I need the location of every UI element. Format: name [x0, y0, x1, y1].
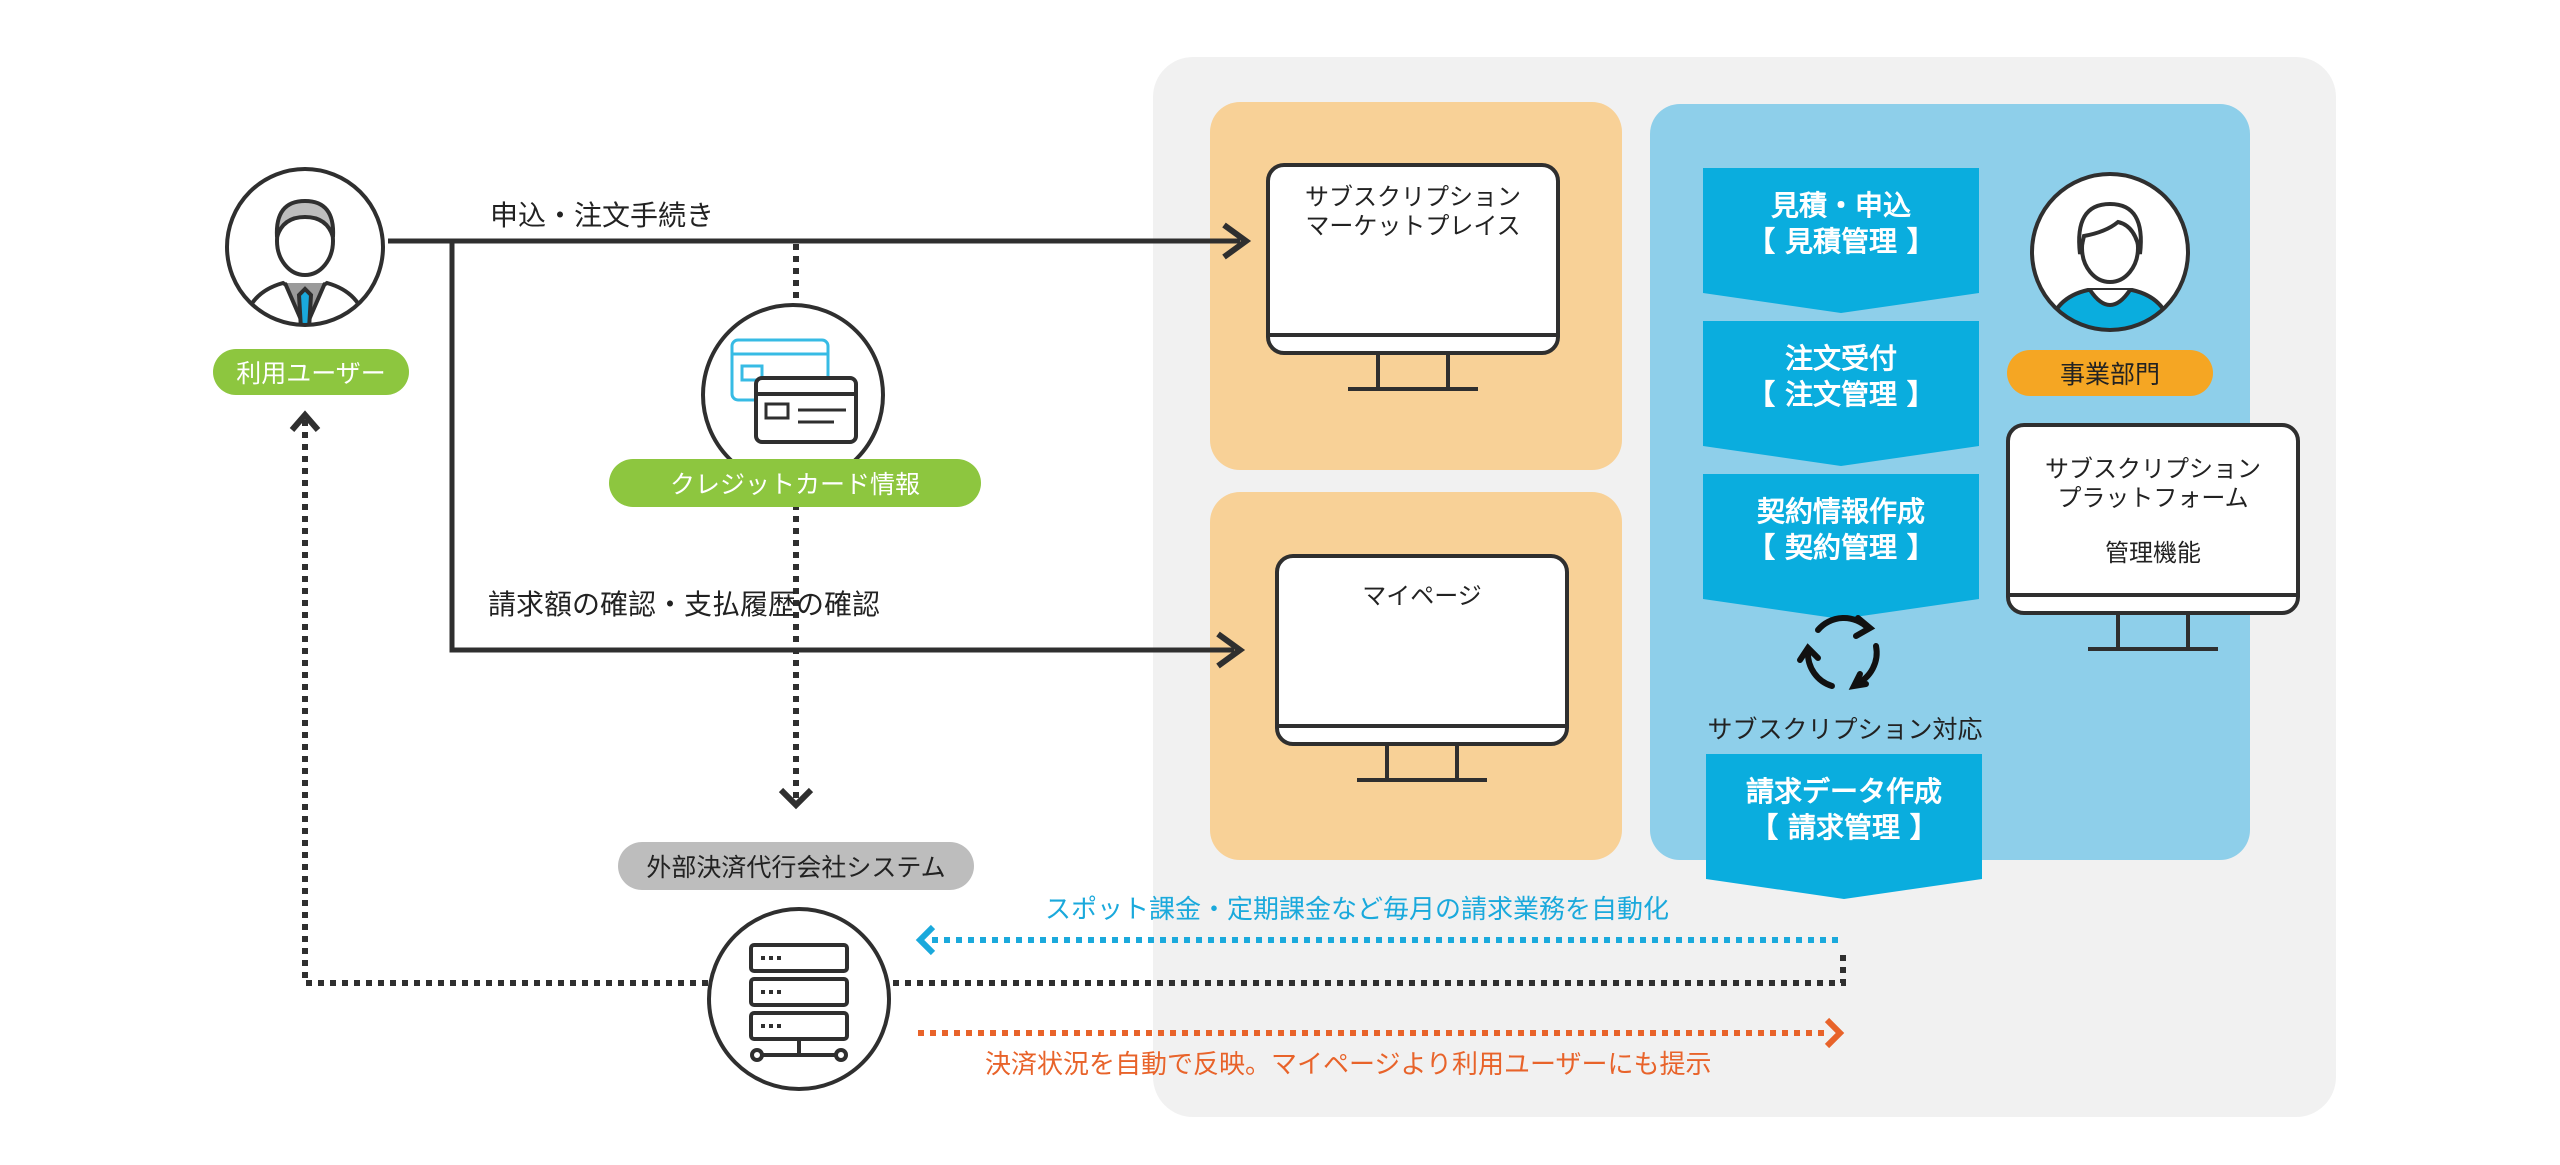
auto-billing-note: スポット課金・定期課金など毎月の請求業務を自動化	[1045, 895, 1670, 925]
platform-title-line3: 管理機能	[2105, 539, 2201, 567]
marketplace-title-line1: サブスクリプション	[1305, 183, 1521, 211]
business-avatar	[2028, 170, 2192, 334]
step-billing-line2: 【 請求管理 】	[1750, 811, 1938, 844]
step-estimate: 見積・申込 【 見積管理 】	[1703, 168, 1979, 313]
billing-check-arrowhead	[1216, 631, 1246, 669]
business-label-pill: 事業部門	[2007, 350, 2213, 396]
cycle-icon	[1790, 600, 1894, 704]
user-avatar	[223, 165, 387, 329]
user-label-pill: 利用ユーザー	[213, 349, 409, 395]
step-contract-line1: 契約情報作成	[1756, 495, 1925, 528]
step-contract-line2: 【 契約管理 】	[1747, 531, 1935, 564]
step-contract: 契約情報作成 【 契約管理 】	[1703, 474, 1979, 619]
platform-title-line2: プラットフォーム	[2057, 484, 2249, 512]
payment-arrowhead	[778, 787, 814, 810]
mypage-monitor: マイページ	[1273, 554, 1573, 784]
order-arrowhead	[1222, 222, 1252, 260]
credit-card-pill: クレジットカード情報	[609, 459, 981, 507]
marketplace-title-line2: マーケットプレイス	[1305, 212, 1521, 240]
billing-check-arrow-line	[449, 241, 1234, 653]
step-estimate-line2: 【 見積管理 】	[1747, 225, 1935, 258]
order-flow-label: 申込・注文手続き	[490, 199, 715, 232]
payment-dotted-line	[893, 950, 1846, 986]
step-billing-line1: 請求データ作成	[1745, 775, 1942, 808]
auto-billing-arrowhead	[915, 924, 936, 956]
marketplace-monitor: サブスクリプション マーケットプレイス	[1264, 163, 1564, 393]
platform-title-line1: サブスクリプション	[2045, 455, 2261, 483]
billing-check-flow-label: 請求額の確認・支払履歴の確認	[488, 588, 881, 621]
step-order-line2: 【 注文管理 】	[1747, 378, 1935, 411]
step-estimate-line1: 見積・申込	[1770, 189, 1911, 222]
step-billing: 請求データ作成 【 請求管理 】	[1706, 754, 1982, 899]
auto-reflect-note: 決済状況を自動で反映。マイページより利用ユーザーにも提示	[985, 1050, 1712, 1080]
step-order-line1: 注文受付	[1784, 342, 1897, 375]
user-label: 利用ユーザー	[236, 359, 386, 388]
platform-monitor: サブスクリプション プラットフォーム 管理機能	[2004, 423, 2304, 653]
return-dotted-line	[302, 418, 708, 986]
user-arrowhead	[289, 410, 321, 432]
cycle-label: サブスクリプション対応	[1707, 715, 1983, 744]
mypage-title: マイページ	[1362, 582, 1482, 610]
payment-system-pill: 外部決済代行会社システム	[618, 842, 974, 890]
business-label: 事業部門	[2059, 360, 2160, 389]
step-order: 注文受付 【 注文管理 】	[1703, 321, 1979, 466]
credit-card-label: クレジットカード情報	[669, 470, 920, 499]
auto-reflect-arrowhead	[1824, 1017, 1845, 1049]
server-icon	[705, 905, 893, 1093]
credit-card-icon	[698, 300, 888, 490]
payment-system-label: 外部決済代行会社システム	[646, 853, 946, 882]
